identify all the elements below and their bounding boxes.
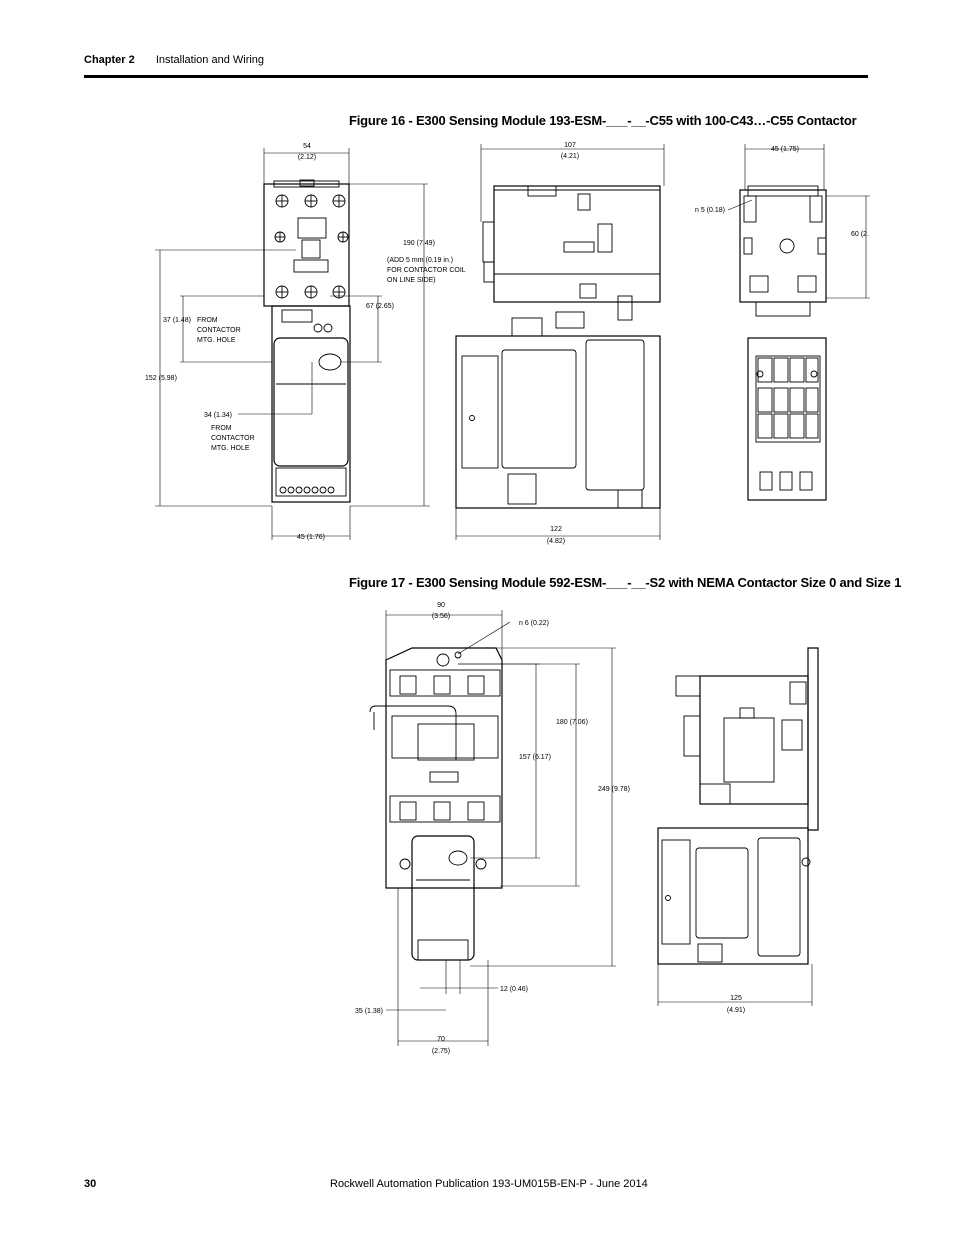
publication-info: Rockwell Automation Publication 193-UM01… [330, 1178, 648, 1190]
dim-54-in: (2.12) [298, 154, 316, 161]
running-header: Chapter 2 Installation and Wiring [84, 54, 264, 66]
dim-125-in: (4.91) [727, 1007, 745, 1014]
fig16-right-view: 45 (1.75) n 5 (0.18) 60 (2. [695, 144, 870, 501]
dim-90-mm: 90 [437, 602, 445, 609]
note-line1: (ADD 5 mm (0.19 in.) [387, 257, 453, 264]
dim-67: 67 (2.65) [366, 303, 394, 310]
from1-line1: FROM [197, 317, 218, 324]
dim-125-mm: 125 [730, 995, 742, 1002]
dim-n5: n 5 (0.18) [695, 207, 725, 214]
dim-122-mm: 122 [550, 526, 562, 533]
dim-122-in: (4.82) [547, 538, 565, 545]
chapter-label: Chapter 2 [84, 54, 135, 66]
from1-line3: MTG. HOLE [197, 337, 236, 344]
dim-152: 152 (5.98) [145, 375, 177, 382]
dim-70-in: (2.75) [432, 1048, 450, 1055]
dim-70-mm: 70 [437, 1036, 445, 1043]
fig16-side-view: 107 (4.21) 122 (4.82) [455, 142, 665, 545]
figure17-title: Figure 17 - E300 Sensing Module 592-ESM-… [349, 575, 902, 590]
dim-107-mm: 107 [564, 142, 576, 149]
fig16-front-view: 54 (2.12) 190 (7.49) (ADD 5 mm (0.19 in.… [145, 143, 466, 541]
dim-54-mm: 54 [303, 143, 311, 150]
dim-12: 12 (0.46) [500, 986, 528, 993]
note-line3: ON LINE SIDE) [387, 277, 436, 284]
header-rule [84, 75, 868, 78]
dim-157: 157 (6.17) [519, 754, 551, 761]
dim-35: 35 (1.38) [355, 1008, 383, 1015]
dim-34: 34 (1.34) [204, 412, 232, 419]
fig17-front-view: 90 (3.56) n 6 (0.22) 180 (7.06) 157 (6.1… [355, 602, 630, 1055]
note-line2: FOR CONTACTOR COIL [387, 267, 466, 274]
figure16-title: Figure 16 - E300 Sensing Module 193-ESM-… [349, 113, 857, 128]
from2-line3: MTG. HOLE [211, 445, 250, 452]
dim-249: 249 (9.78) [598, 786, 630, 793]
dim-90-in: (3.56) [432, 613, 450, 620]
dim-45-right: 45 (1.75) [771, 146, 799, 153]
dim-60: 60 (2. [851, 231, 869, 238]
dim-180: 180 (7.06) [556, 719, 588, 726]
dim-n6: n 6 (0.22) [519, 620, 549, 627]
from1-line2: CONTACTOR [197, 327, 241, 334]
section-label: Installation and Wiring [155, 54, 265, 66]
from2-line1: FROM [211, 425, 232, 432]
from2-line2: CONTACTOR [211, 435, 255, 442]
dim-190: 190 (7.49) [403, 240, 435, 247]
fig17-side-view: 125 (4.91) [657, 647, 819, 1014]
dim-107-in: (4.21) [561, 153, 579, 160]
page-number: 30 [84, 1178, 97, 1190]
dim-45-bottom: 45 (1.76) [297, 534, 325, 541]
dim-37: 37 (1.48) [163, 317, 191, 324]
